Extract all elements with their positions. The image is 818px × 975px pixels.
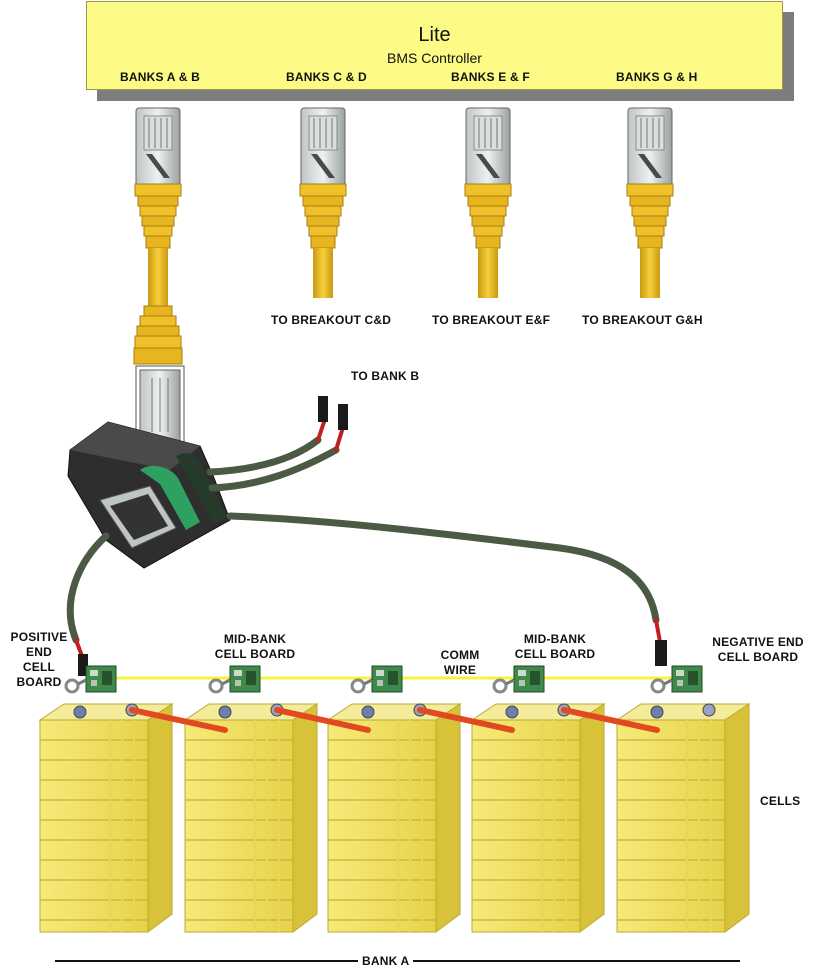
rj45-plug-icon: [464, 107, 512, 298]
cell-board-icon: [492, 664, 546, 694]
cable-to-bank-b: [206, 396, 348, 492]
battery-cell-icon: [39, 703, 173, 933]
cell-board-icon: [208, 664, 262, 694]
bms-controller: Lite BMS Controller BANKS A & B BANKS C …: [86, 1, 783, 90]
breakout-box-icon: [67, 421, 231, 569]
battery-cell-icon: [184, 703, 318, 933]
breakout-label-gh: TO BREAKOUT G&H: [582, 313, 703, 327]
breakout-label-cd: TO BREAKOUT C&D: [271, 313, 392, 327]
cable-to-positive-end: [66, 532, 110, 676]
mid-bank-left-label: MID-BANK CELL BOARD: [214, 632, 296, 661]
negative-end-label: NEGATIVE END CELL BOARD: [712, 635, 804, 664]
port-label-cd: BANKS C & D: [286, 70, 367, 84]
rj45-plug-icon: [299, 107, 347, 298]
bank-a-label: BANK A: [358, 954, 414, 969]
port-label-gh: BANKS G & H: [616, 70, 698, 84]
cell-board-icon: [64, 664, 118, 694]
port-label-ab: BANKS A & B: [120, 70, 200, 84]
battery-cell-icon: [471, 703, 605, 933]
mid-bank-right-label: MID-BANK CELL BOARD: [514, 632, 596, 661]
battery-cell-icon: [327, 703, 461, 933]
cell-board-icon: [350, 664, 404, 694]
positive-end-label: POSITIVE END CELL BOARD: [10, 630, 68, 689]
rj45-plug-icon: [626, 107, 674, 298]
controller-title: Lite: [418, 24, 451, 46]
comm-wire-label: COMM WIRE: [440, 648, 480, 677]
cells-label: CELLS: [760, 794, 801, 808]
port-label-ef: BANKS E & F: [451, 70, 530, 84]
battery-cell-icon: [616, 703, 750, 933]
breakout-cable: [133, 305, 185, 447]
to-bank-b-label: TO BANK B: [351, 369, 420, 383]
cable-to-negative-end: [226, 512, 667, 666]
link-bars: [129, 707, 660, 733]
rj45-plug-icon: [134, 107, 182, 308]
cell-board-icon: [650, 664, 704, 694]
breakout-label-ef: TO BREAKOUT E&F: [432, 313, 551, 327]
controller-subtitle: BMS Controller: [387, 50, 482, 66]
